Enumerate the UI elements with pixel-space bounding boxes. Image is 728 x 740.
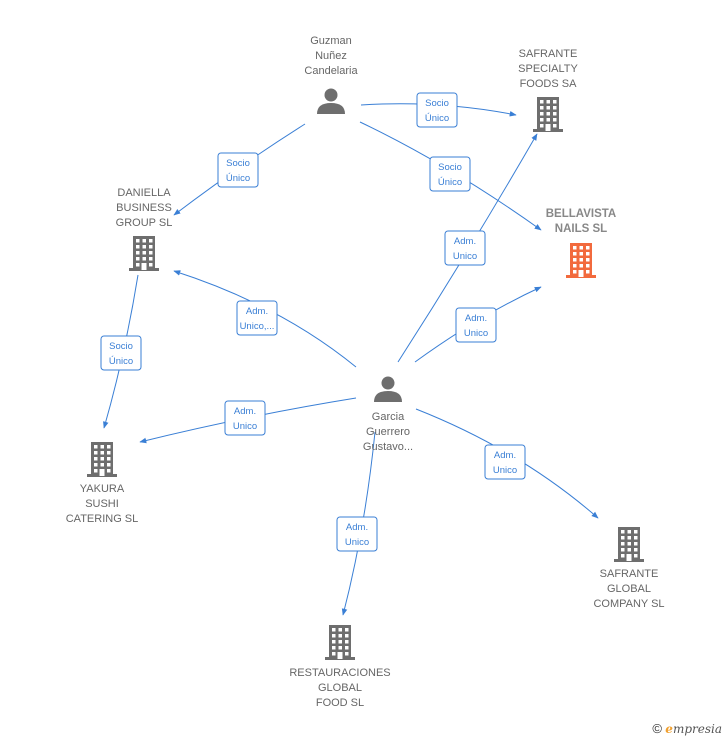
node-safrante_global[interactable]: SAFRANTE GLOBAL COMPANY SL: [593, 527, 665, 610]
edge-label-text: Unico: [345, 537, 369, 548]
node-yakura[interactable]: YAKURA SUSHI CATERING SL: [66, 442, 139, 525]
building-icon: [614, 527, 644, 562]
node-label-garcia[interactable]: Gustavo...: [363, 441, 413, 453]
node-label-safrante_specialty[interactable]: SAFRANTE: [519, 48, 578, 60]
edge-label-box[interactable]: [336, 516, 378, 552]
node-label-safrante_specialty[interactable]: SPECIALTY: [518, 63, 578, 75]
edge-garcia-to-bellavista[interactable]: Adm. Unico: [414, 286, 542, 363]
edge-label-text: Socio: [438, 162, 462, 173]
node-label-yakura[interactable]: SUSHI: [85, 498, 119, 510]
node-label-safrante_global[interactable]: GLOBAL: [607, 583, 651, 595]
building-icon: [325, 625, 355, 660]
node-label-daniella[interactable]: GROUP SL: [116, 217, 173, 229]
node-bellavista[interactable]: BELLAVISTA NAILS SL: [546, 208, 617, 278]
brand-logo[interactable]: empresia: [665, 722, 722, 736]
edge-label-box[interactable]: [224, 400, 266, 436]
edge-label-text: Socio: [226, 158, 250, 169]
edge-label-box[interactable]: [416, 92, 458, 128]
edge-label-box[interactable]: [236, 300, 278, 336]
edge-label-text: Adm.: [246, 306, 268, 317]
edge-label-text: Único: [438, 177, 462, 188]
edge-label-text: Adm.: [234, 406, 256, 417]
edge-label-text: Único: [109, 356, 133, 367]
node-label-garcia[interactable]: Garcia: [372, 411, 405, 423]
building-icon: [129, 236, 159, 271]
edge-label-text: Unico: [493, 465, 517, 476]
person-icon: [317, 88, 345, 114]
node-label-yakura[interactable]: CATERING SL: [66, 513, 139, 525]
edge-garcia-to-safrante_specialty[interactable]: Adm. Unico: [397, 133, 538, 363]
node-label-restauraciones[interactable]: RESTAURACIONES: [289, 667, 390, 679]
node-label-bellavista[interactable]: BELLAVISTA: [546, 208, 617, 220]
node-label-daniella[interactable]: BUSINESS: [116, 202, 172, 214]
edge-label-text: Adm.: [494, 450, 516, 461]
edge-label-box[interactable]: [484, 444, 526, 480]
node-daniella[interactable]: DANIELLA BUSINESS GROUP SL: [116, 187, 173, 271]
edge-label-text: Único: [226, 173, 250, 184]
building-icon: [566, 243, 596, 278]
edge-label-text: Adm.: [465, 313, 487, 324]
node-label-restauraciones[interactable]: FOOD SL: [316, 697, 364, 709]
edge-label-text: Unico: [464, 328, 488, 339]
edge-label-text: Adm.: [346, 522, 368, 533]
node-safrante_specialty[interactable]: SAFRANTE SPECIALTY FOODS SA: [518, 48, 579, 132]
edge-label-box[interactable]: [100, 335, 142, 371]
footer-brand: © empresia: [652, 721, 722, 736]
edge-label-text: Unico,...: [240, 321, 275, 332]
edge-garcia-to-restauraciones[interactable]: Adm. Unico: [336, 431, 378, 616]
node-label-safrante_global[interactable]: COMPANY SL: [593, 598, 664, 610]
building-icon: [533, 97, 563, 132]
edge-label-box[interactable]: [217, 152, 259, 188]
node-label-restauraciones[interactable]: GLOBAL: [318, 682, 362, 694]
edge-label-text: Socio: [425, 98, 449, 109]
node-label-guzman[interactable]: Nuñez: [315, 50, 347, 62]
person-icon: [374, 376, 402, 402]
edge-label-box[interactable]: [444, 230, 486, 266]
node-label-bellavista[interactable]: NAILS SL: [555, 223, 607, 235]
node-restauraciones[interactable]: RESTAURACIONES GLOBAL FOOD SL: [289, 625, 391, 709]
edge-garcia-to-daniella[interactable]: Adm. Unico,...: [173, 270, 357, 368]
node-label-safrante_specialty[interactable]: FOODS SA: [520, 78, 578, 90]
node-label-daniella[interactable]: DANIELLA: [117, 187, 171, 199]
node-label-yakura[interactable]: YAKURA: [80, 483, 125, 495]
copyright-symbol: ©: [652, 721, 662, 736]
edge-label-text: Socio: [109, 341, 133, 352]
edge-label-text: Único: [425, 113, 449, 124]
edge-garcia-to-safrante_global[interactable]: Adm. Unico: [415, 408, 599, 519]
node-label-guzman[interactable]: Guzman: [310, 35, 352, 47]
building-icon: [87, 442, 117, 477]
node-label-garcia[interactable]: Guerrero: [366, 426, 410, 438]
edge-label-text: Adm.: [454, 236, 476, 247]
edge-label-text: Unico: [233, 421, 257, 432]
node-label-guzman[interactable]: Candelaria: [304, 65, 358, 77]
node-garcia[interactable]: GarciaGuerreroGustavo...: [363, 376, 413, 454]
edge-label-text: Unico: [453, 251, 477, 262]
edge-label-box[interactable]: [455, 307, 497, 343]
node-label-safrante_global[interactable]: SAFRANTE: [600, 568, 659, 580]
edge-garcia-to-yakura[interactable]: Adm. Unico: [139, 397, 357, 444]
edge-label-box[interactable]: [429, 156, 471, 192]
